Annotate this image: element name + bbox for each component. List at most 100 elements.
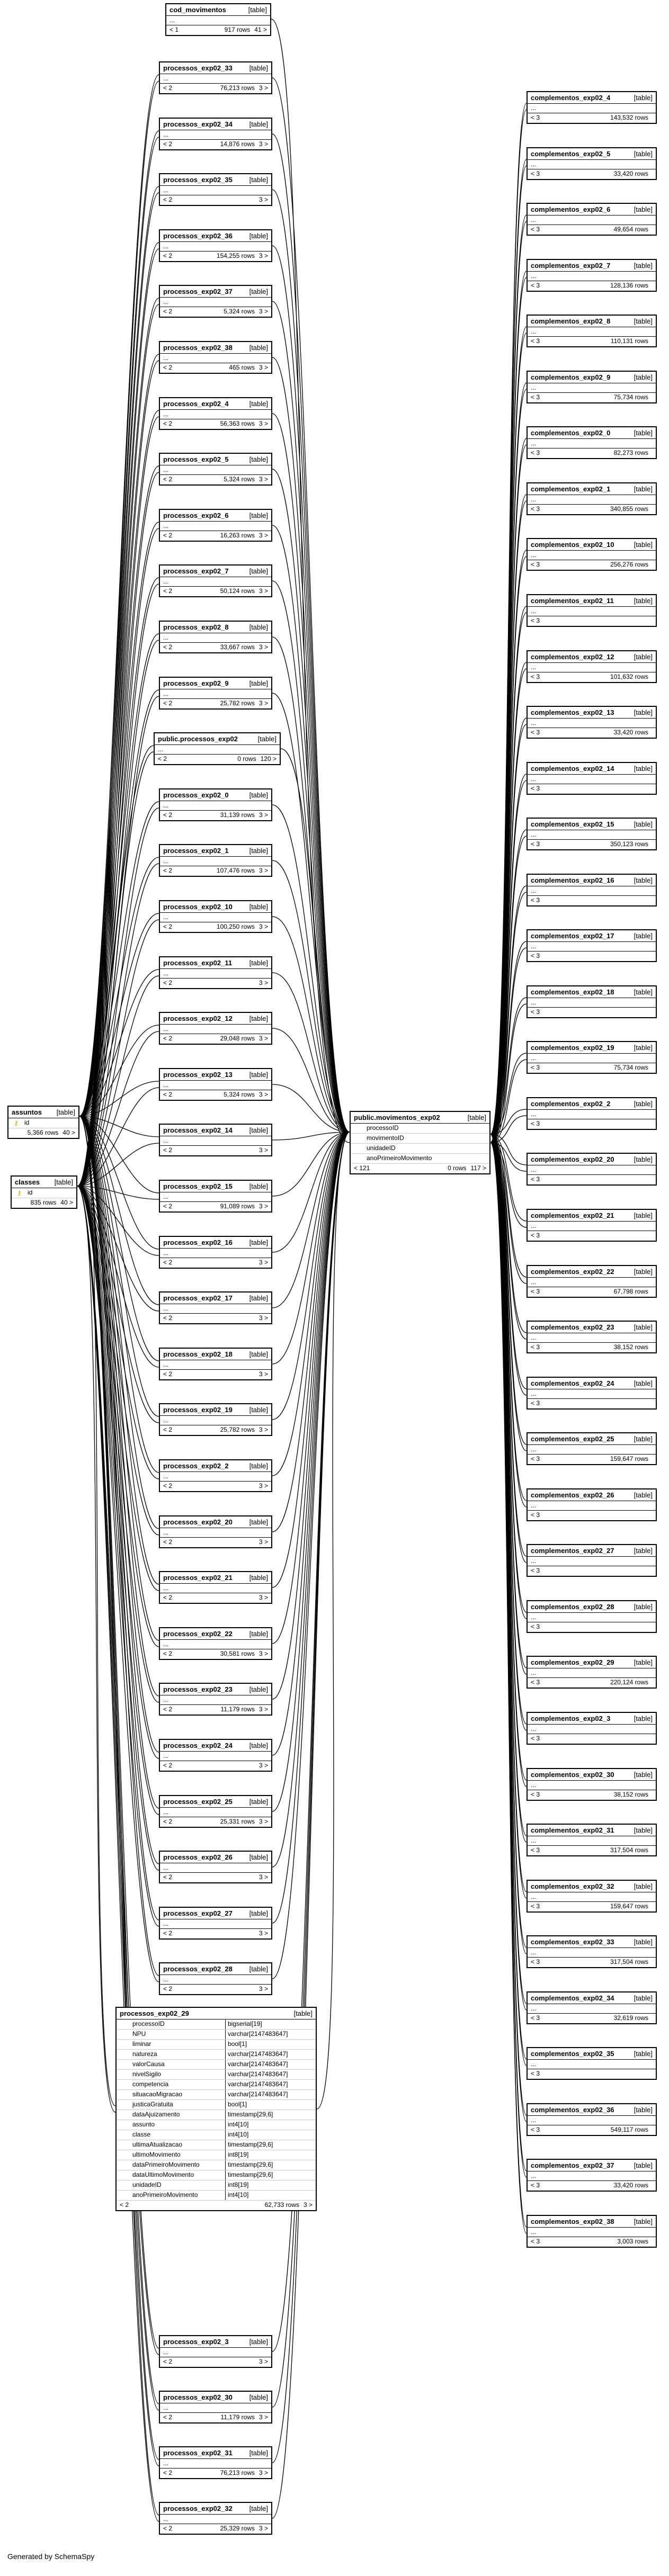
table-name: processos_exp02_14	[163, 1126, 233, 1135]
table-kind: [table]	[634, 261, 653, 270]
table-c20[interactable]: complementos_exp02_20[table]...< 3	[527, 1153, 657, 1186]
column-row: movimentoID	[351, 1134, 489, 1144]
table-c17[interactable]: complementos_exp02_17[table]...< 3	[527, 929, 657, 963]
edge-complementos	[490, 717, 527, 1135]
table-c24[interactable]: complementos_exp02_24[table]...< 3	[527, 1376, 657, 1410]
table-header: complementos_exp02_9[table]	[528, 372, 656, 383]
table-header: complementos_exp02_7[table]	[528, 260, 656, 272]
table-c11[interactable]: complementos_exp02_11[table]...< 3	[527, 594, 657, 627]
table-c35[interactable]: complementos_exp02_35[table]...< 3	[527, 2047, 657, 2080]
table-c28[interactable]: complementos_exp02_28[table]...< 3	[527, 1600, 657, 1633]
table-c26[interactable]: complementos_exp02_26[table]...< 3	[527, 1488, 657, 1521]
table-name: processos_exp02_4	[163, 399, 229, 408]
table-c27[interactable]: complementos_exp02_27[table]...< 3	[527, 1544, 657, 1577]
column-name: movimentoID	[367, 1134, 404, 1142]
table-mov[interactable]: public.movimentos_exp02[table]processoID…	[350, 1111, 490, 1174]
table-c2[interactable]: complementos_exp02_2[table]...< 3	[527, 1097, 657, 1130]
row-count: 0 rows	[237, 755, 256, 763]
table-c21[interactable]: complementos_exp02_21[table]...< 3	[527, 1209, 657, 1242]
table-c3[interactable]: complementos_exp02_3[table]...< 3	[527, 1711, 657, 1745]
table-c14[interactable]: complementos_exp02_14[table]...< 3	[527, 761, 657, 795]
parent-count: < 2	[163, 1426, 173, 1434]
edge-movimentos	[272, 1132, 350, 1756]
edge-classes	[77, 696, 159, 1187]
collapsed-columns: ...	[160, 2515, 271, 2524]
table-kind: [table]	[634, 708, 653, 717]
edge-classes	[77, 1186, 159, 1200]
table-c16[interactable]: complementos_exp02_16[table]...< 3	[527, 873, 657, 906]
table-c18[interactable]: complementos_exp02_18[table]...< 3	[527, 985, 657, 1018]
table-header: complementos_exp02_1[table]	[528, 483, 656, 495]
